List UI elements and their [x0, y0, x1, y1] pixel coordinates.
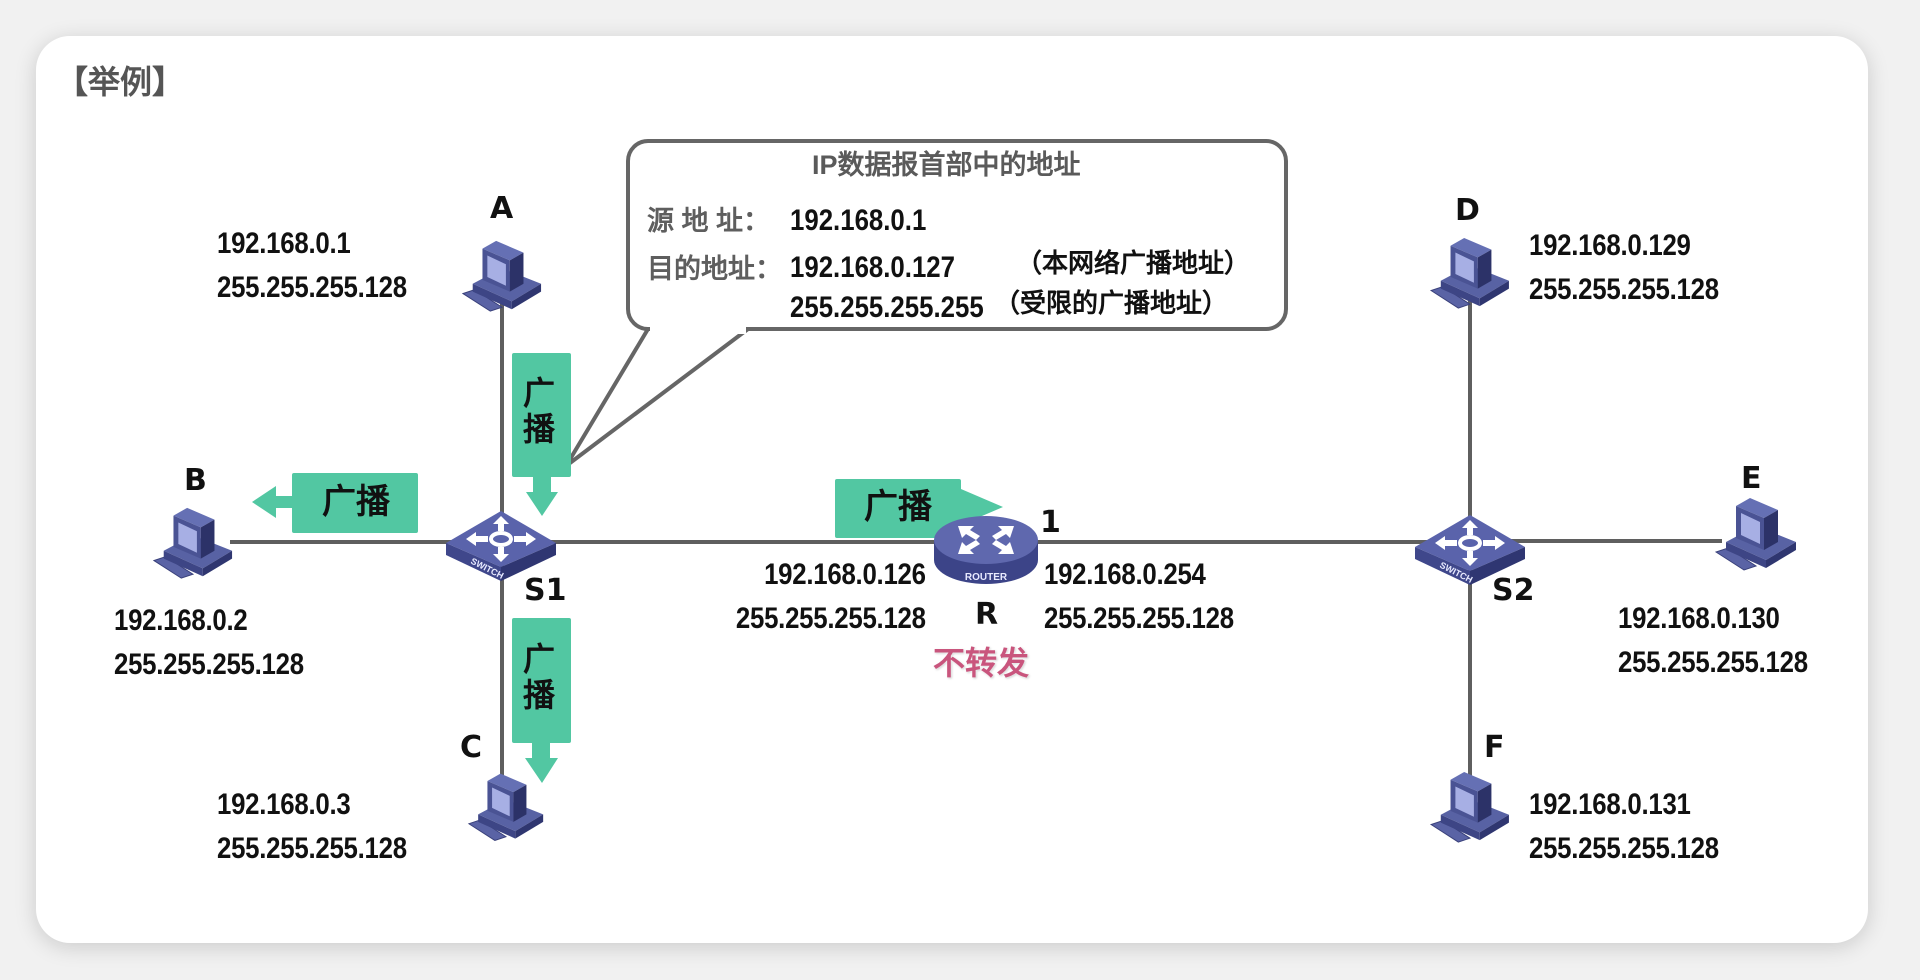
- broadcast-arrow-to-c: [512, 618, 571, 783]
- host-c-label: C: [460, 730, 483, 765]
- computer-a-icon: [462, 240, 542, 312]
- computer-b-icon: [153, 507, 233, 579]
- host-a-label: A: [490, 191, 514, 226]
- computer-d-icon: [1430, 237, 1510, 309]
- host-c-ip: 192.168.0.3: [217, 788, 351, 821]
- router-label: R: [975, 597, 999, 632]
- callout-dest-note-2: （受限的广播地址）: [994, 288, 1229, 318]
- router-left-address: 192.168.0.126 255.255.255.128: [736, 560, 926, 634]
- callout-title: IP数据报首部中的地址: [812, 150, 1081, 180]
- host-b-label: B: [184, 463, 207, 498]
- host-b-address: 192.168.0.2 255.255.255.128: [114, 606, 304, 680]
- broadcast-arrow-to-router: [835, 479, 1003, 538]
- callout-source-key: 源 地 址：: [647, 206, 771, 236]
- broadcast-label-to-router: 广播: [864, 487, 932, 527]
- broadcast-label-from-a: 广播: [518, 376, 556, 448]
- callout-dest-note-1: （本网络广播地址）: [1016, 248, 1251, 278]
- host-e-mask: 255.255.255.128: [1618, 646, 1808, 679]
- host-f-label: F: [1484, 730, 1505, 765]
- router-left-ip: 192.168.0.126: [764, 558, 926, 591]
- broadcast-arrow-to-b: [252, 473, 418, 533]
- callout-dest-value-1: 192.168.0.127: [790, 251, 955, 284]
- router-right-address: 192.168.0.254 255.255.255.128: [1044, 560, 1234, 634]
- callout-bubble: [564, 139, 1288, 468]
- router-device-text: ROUTER: [965, 572, 1008, 583]
- callout-dest-key: 目的地址：: [647, 254, 782, 284]
- broadcast-label-to-b: 广播: [322, 482, 390, 522]
- host-e-address: 192.168.0.130 255.255.255.128: [1618, 604, 1808, 678]
- broadcast-arrow-from-a: [512, 353, 571, 516]
- callout-dest-value-2: 255.255.255.255: [790, 291, 984, 324]
- host-a-ip: 192.168.0.1: [217, 227, 351, 260]
- switch-s1-label: S1: [524, 573, 567, 608]
- host-d-mask: 255.255.255.128: [1529, 273, 1719, 306]
- slide-title: 【举例】: [56, 64, 185, 100]
- host-d-address: 192.168.0.129 255.255.255.128: [1529, 231, 1719, 305]
- switch-s2-label: S2: [1492, 573, 1535, 608]
- computer-f-icon: [1430, 771, 1510, 843]
- router-left-mask: 255.255.255.128: [736, 602, 926, 635]
- host-c-address: 192.168.0.3 255.255.255.128: [217, 790, 407, 864]
- router-right-mask: 255.255.255.128: [1044, 602, 1234, 635]
- computer-c-icon: [468, 773, 544, 841]
- callout-source-value: 192.168.0.1: [790, 204, 927, 237]
- broadcast-label-to-c: 广播: [518, 642, 556, 714]
- host-e-ip: 192.168.0.130: [1618, 602, 1780, 635]
- host-a-mask: 255.255.255.128: [217, 271, 407, 304]
- computer-e-icon: [1715, 497, 1797, 571]
- host-f-ip: 192.168.0.131: [1529, 788, 1691, 821]
- host-a-address: 192.168.0.1 255.255.255.128: [217, 229, 407, 303]
- router-port-label: 1: [1040, 505, 1061, 540]
- router-no-forward-status: 不转发: [933, 644, 1030, 682]
- host-d-ip: 192.168.0.129: [1529, 229, 1691, 262]
- host-f-mask: 255.255.255.128: [1529, 832, 1719, 865]
- host-e-label: E: [1741, 461, 1762, 496]
- host-d-label: D: [1455, 193, 1480, 228]
- host-f-address: 192.168.0.131 255.255.255.128: [1529, 790, 1719, 864]
- router-right-ip: 192.168.0.254: [1044, 558, 1206, 591]
- host-c-mask: 255.255.255.128: [217, 832, 407, 865]
- host-b-mask: 255.255.255.128: [114, 648, 304, 681]
- host-b-ip: 192.168.0.2: [114, 604, 248, 637]
